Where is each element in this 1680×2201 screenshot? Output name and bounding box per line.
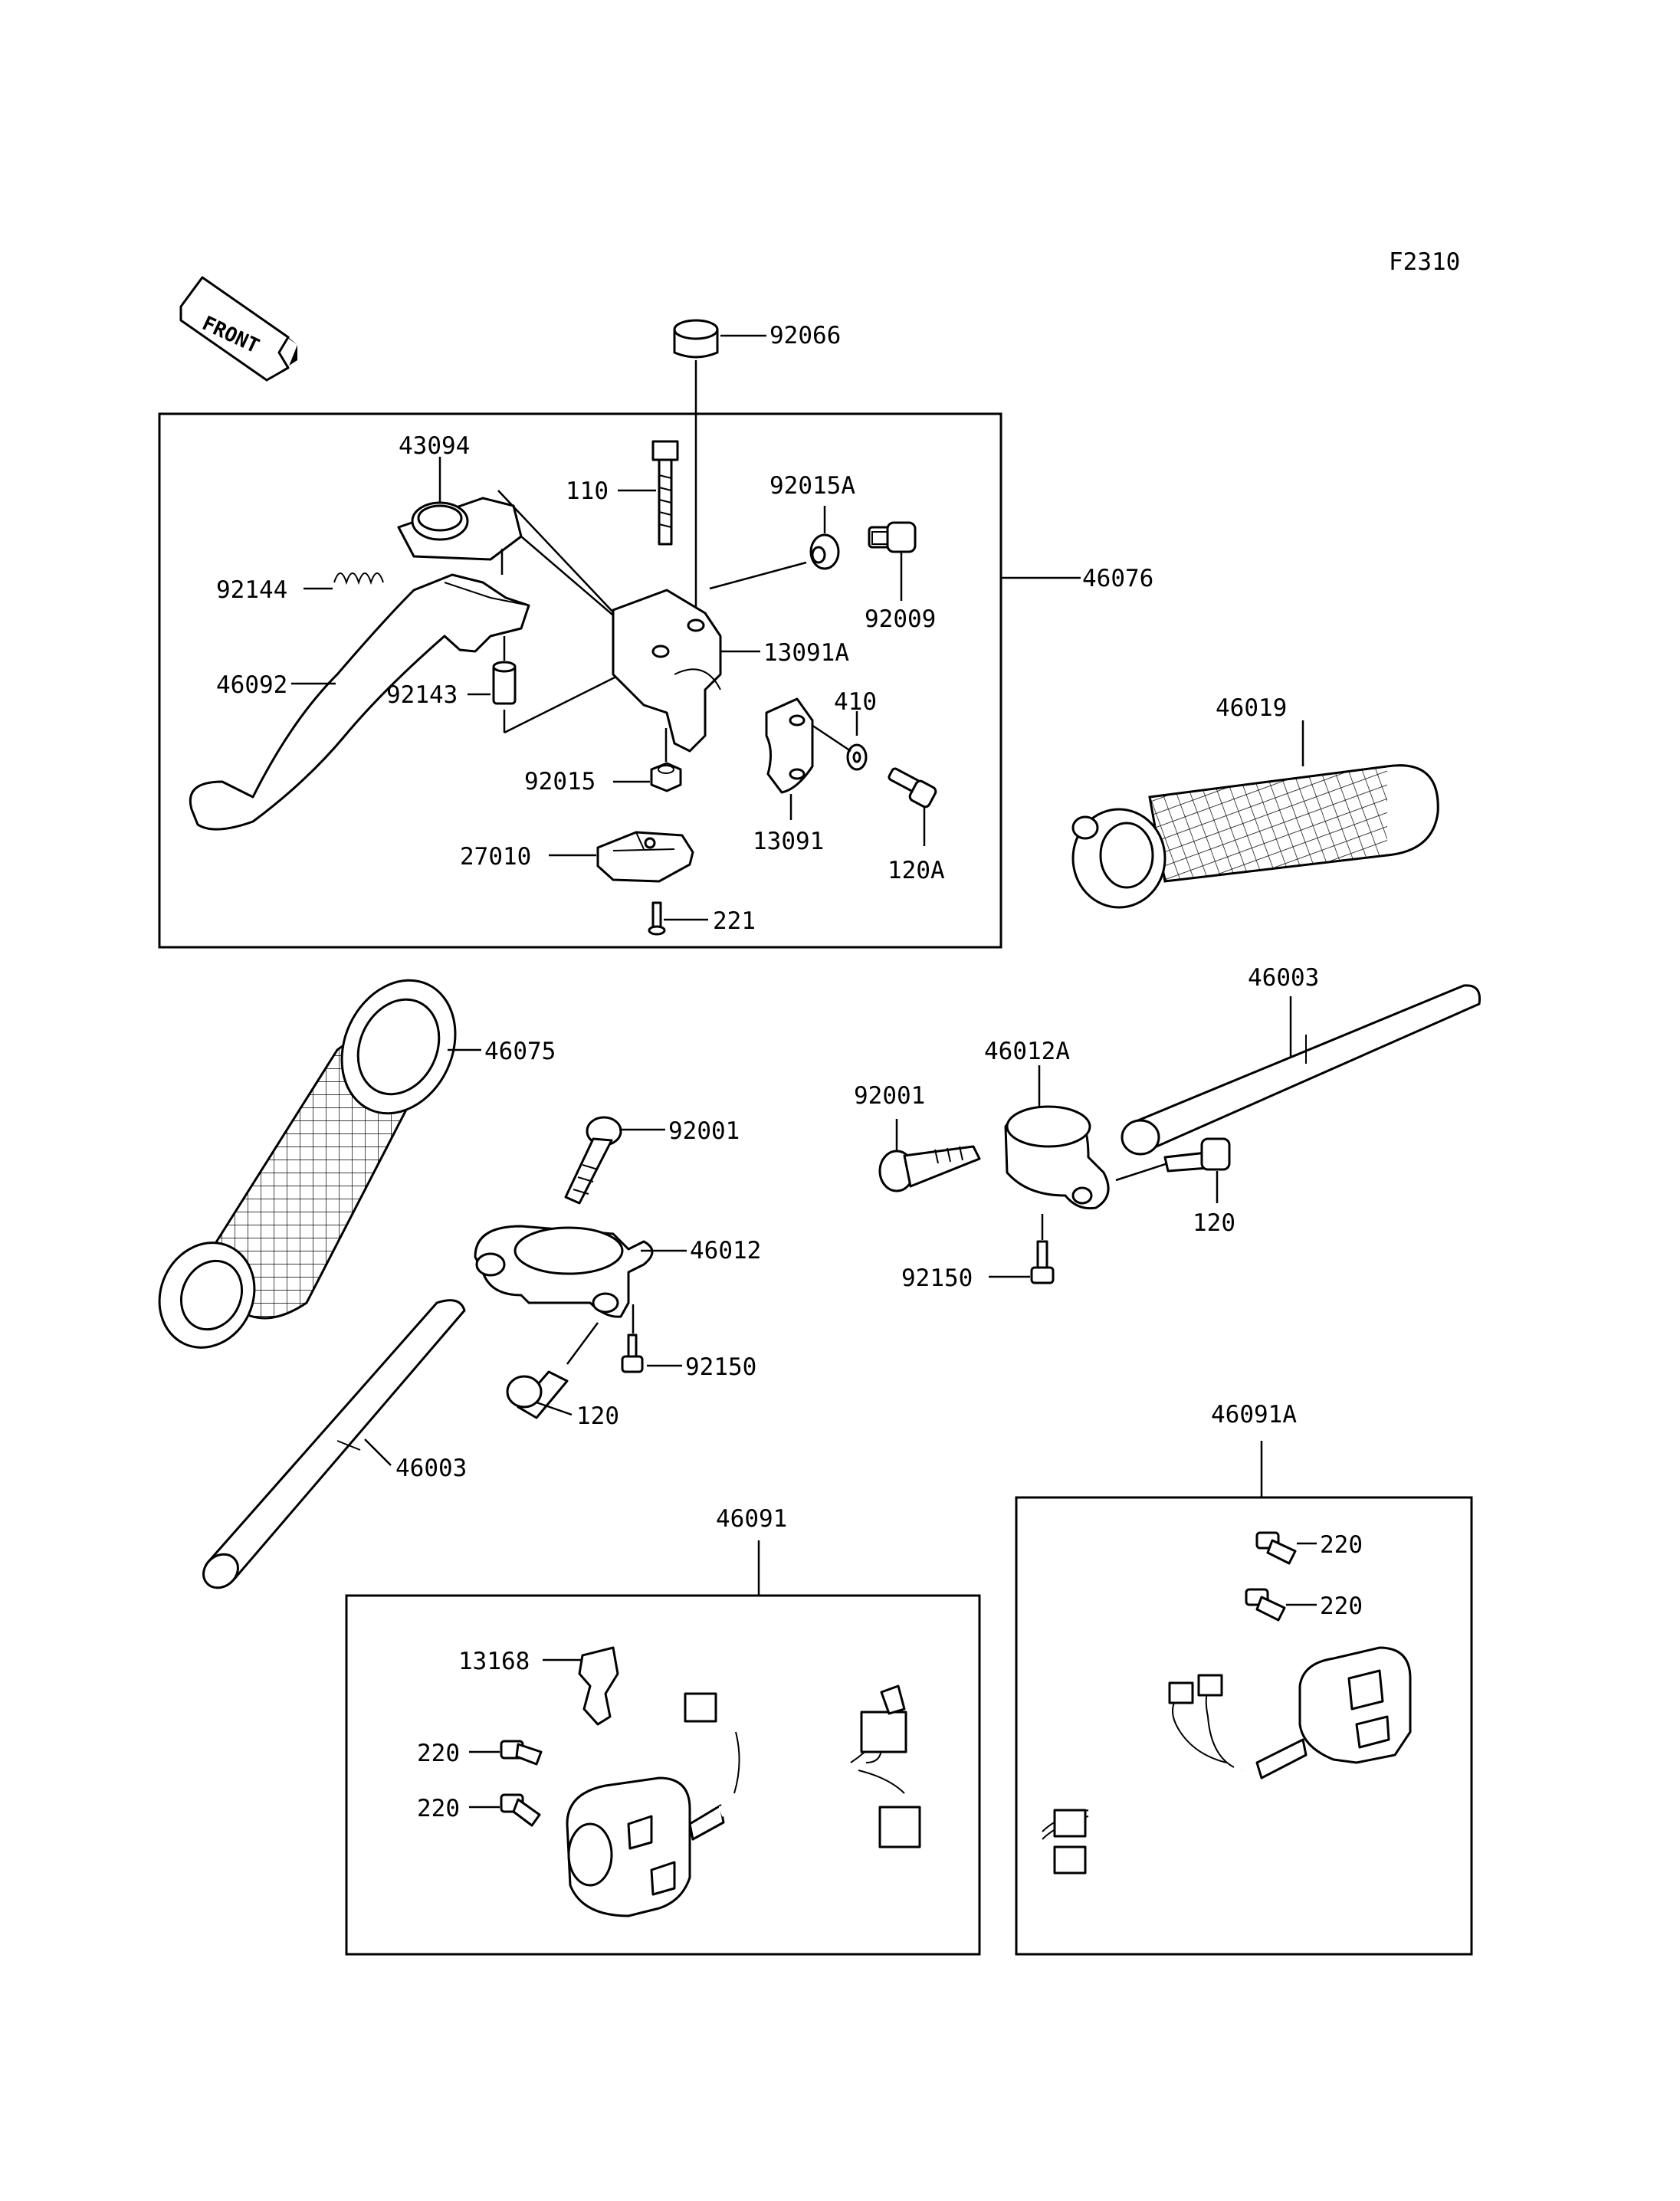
washer-410 [804, 711, 868, 771]
screw-221 [648, 901, 708, 936]
holder-13091A [612, 589, 760, 753]
part-46091: 46091 [716, 1505, 787, 1533]
holder-46012 [474, 1225, 687, 1318]
screw-220-r2 [1245, 1588, 1317, 1622]
clip-13168 [543, 1646, 619, 1726]
part-46012A: 46012A [984, 1038, 1070, 1065]
part-220-r2: 220 [1320, 1593, 1363, 1620]
part-46003-top: 46003 [1248, 964, 1319, 992]
part-92143: 92143 [386, 681, 458, 709]
switch-housing-46091A [1042, 1646, 1412, 1875]
part-110: 110 [566, 477, 609, 505]
adjuster-43094 [397, 457, 629, 629]
part-92015: 92015 [524, 768, 596, 795]
holder-46012A [1004, 1065, 1173, 1210]
screw-92009 [868, 521, 917, 601]
bushing-92143 [468, 636, 622, 734]
screw-220-l1 [469, 1740, 543, 1766]
part-92150-mid: 92150 [685, 1353, 756, 1381]
grip-46019 [1071, 720, 1439, 909]
part-46091A: 46091A [1211, 1401, 1297, 1429]
handlebar-46003-top [1121, 984, 1481, 1156]
part-92144: 92144 [216, 576, 287, 604]
spring-92144 [304, 572, 384, 590]
screw-120-right [1163, 1137, 1231, 1203]
handlebar-46003-bottom [202, 1299, 466, 1589]
part-13091A: 13091A [763, 639, 849, 667]
part-220-l2: 220 [417, 1795, 460, 1822]
part-92001-mid: 92001 [668, 1117, 740, 1145]
part-46012: 46012 [690, 1237, 761, 1265]
part-92001-right: 92001 [854, 1082, 925, 1110]
cap-92066 [673, 319, 766, 613]
screw-220-l2 [469, 1793, 541, 1827]
part-46076: 46076 [1082, 565, 1153, 592]
front-arrow-icon: FRONT [179, 276, 297, 382]
screw-120A [888, 767, 937, 846]
switch-27010 [549, 831, 694, 883]
screw-92150-right [989, 1214, 1055, 1284]
part-92015A: 92015A [769, 472, 855, 500]
figure-code: F2310 [1389, 248, 1460, 276]
part-46092: 46092 [216, 671, 287, 699]
part-92066: 92066 [769, 322, 841, 349]
part-46075: 46075 [484, 1038, 556, 1065]
part-43094: 43094 [399, 432, 470, 460]
part-92150-right: 92150 [901, 1265, 973, 1292]
switch-housing-46091 [566, 1684, 921, 1917]
clamp-13091 [765, 697, 814, 820]
grip-46075 [158, 979, 481, 1349]
bolt-92001-right [878, 1119, 981, 1192]
bolt-92001-mid [564, 1116, 665, 1205]
screw-92150-mid [621, 1304, 682, 1373]
part-120-mid: 120 [576, 1402, 619, 1430]
part-221: 221 [713, 907, 756, 935]
bolt-110 [618, 440, 679, 546]
part-92009: 92009 [865, 605, 936, 633]
part-46019: 46019 [1216, 694, 1287, 722]
part-46003-bottom: 46003 [395, 1455, 467, 1482]
part-13091: 13091 [753, 828, 824, 855]
lever-46092 [189, 549, 530, 831]
nut-92015 [613, 728, 682, 792]
part-27010: 27010 [460, 843, 531, 871]
nut-92015A [709, 506, 840, 590]
part-220-l1: 220 [417, 1740, 460, 1767]
screw-220-r1 [1255, 1531, 1317, 1565]
screw-120-mid [506, 1322, 599, 1419]
lever-assembly-box [158, 412, 1002, 949]
switch-46091-box [345, 1594, 981, 1956]
part-120-right: 120 [1193, 1209, 1235, 1237]
part-410: 410 [834, 688, 877, 716]
part-13168: 13168 [458, 1648, 530, 1675]
part-220-r1: 220 [1320, 1531, 1363, 1559]
switch-46091A-box [1015, 1496, 1473, 1956]
part-120A: 120A [888, 857, 945, 884]
